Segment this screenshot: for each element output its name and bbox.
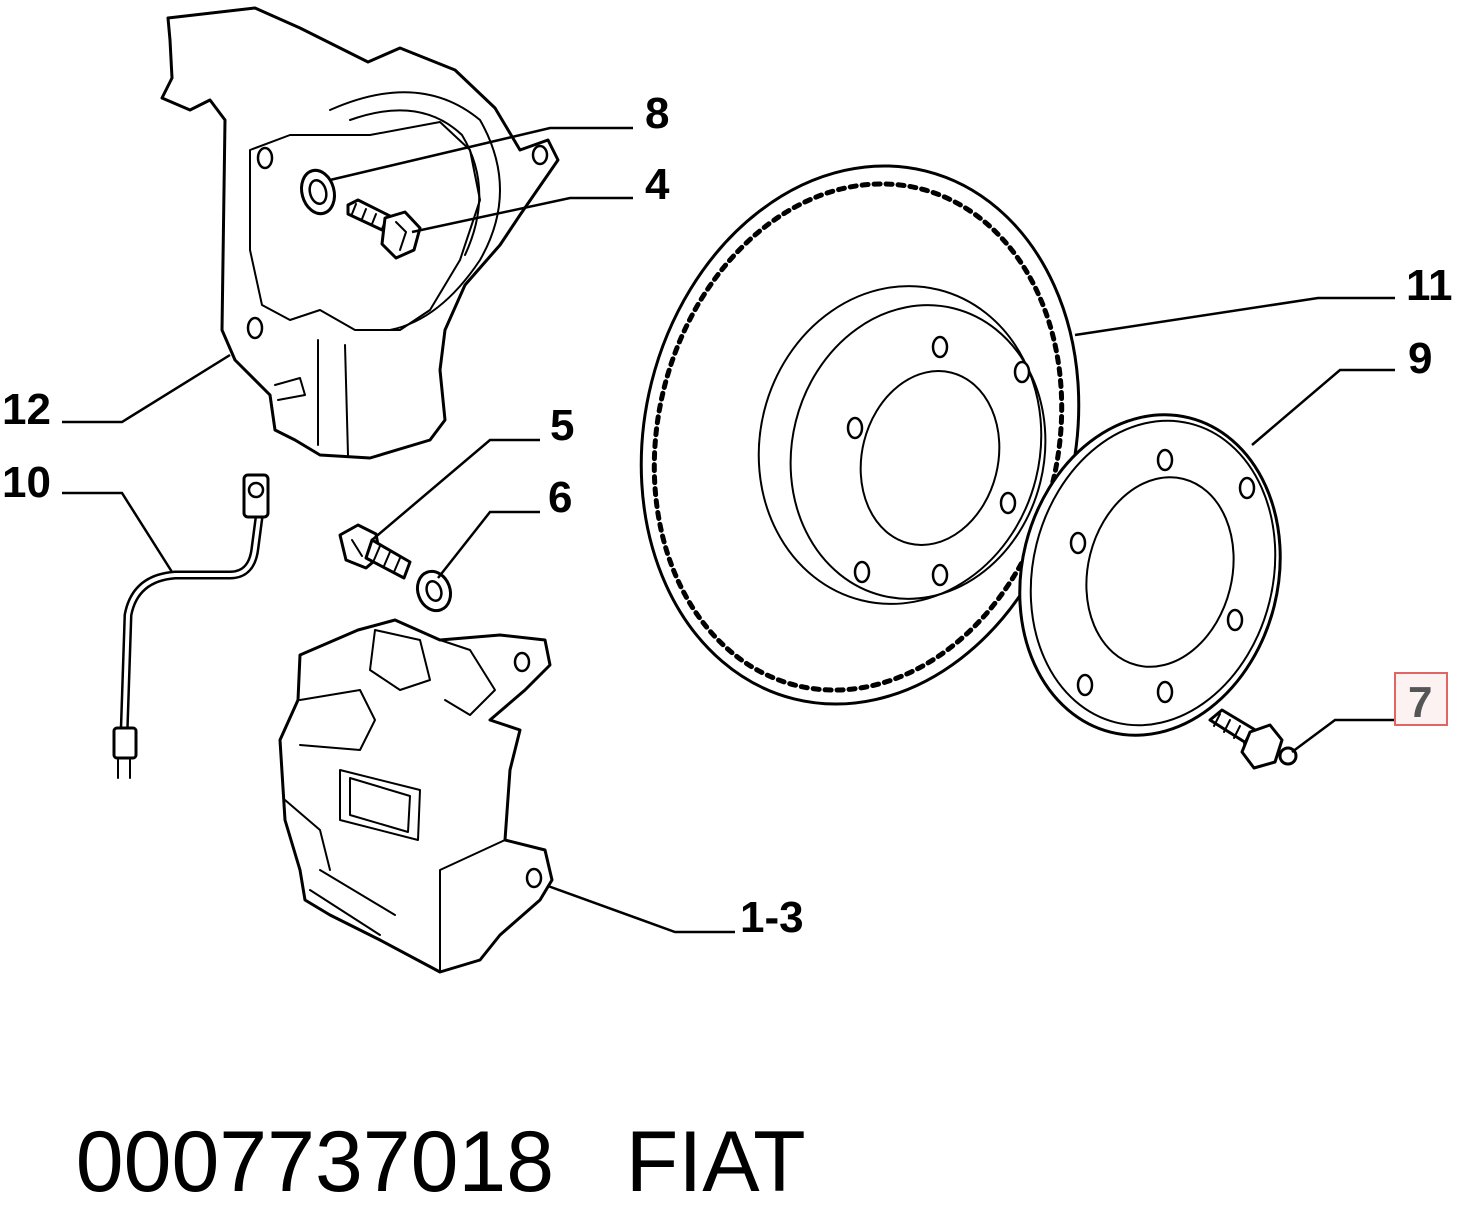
callout-8: 8: [645, 89, 669, 138]
brake-assembly-diagram: 8 4 11 9 12 5 10 6 7 1-3: [2, 6, 1453, 974]
brake-caliper-part: [278, 618, 554, 974]
callout-1-3: 1-3: [740, 893, 804, 942]
splash-shield-part: [160, 6, 560, 460]
washer-part-8: [300, 168, 336, 216]
bolt-part-4: [346, 198, 422, 260]
leader-lines: [62, 126, 1395, 934]
leader-4: [411, 196, 633, 234]
callout-11: 11: [1406, 261, 1453, 310]
leader-6: [437, 510, 540, 579]
callout-5: 5: [550, 401, 574, 450]
leader-1-3: [547, 884, 735, 934]
brand-name: FIAT: [625, 1113, 806, 1210]
wheel-stud-part-7: [1208, 708, 1298, 770]
leader-10: [62, 491, 174, 573]
leader-7: [1291, 718, 1395, 754]
part-number: 0007737018: [75, 1113, 555, 1210]
highlight-box: [1394, 672, 1448, 726]
callout-10: 10: [2, 458, 51, 507]
brake-hose-part: [112, 473, 270, 779]
leader-11: [1074, 296, 1395, 337]
bolt-part-5: [338, 523, 412, 580]
callout-9: 9: [1408, 334, 1432, 383]
leader-12: [62, 353, 231, 424]
washer-part-6: [415, 569, 453, 613]
callout-12: 12: [2, 385, 51, 434]
brake-disc-part: [639, 164, 1081, 706]
callout-7-highlight[interactable]: 7: [1394, 672, 1448, 727]
footer-caption: 0007737018 FIAT: [28, 1020, 806, 1209]
leader-9: [1251, 368, 1395, 446]
callout-4: 4: [645, 160, 670, 209]
callout-7: 7: [1408, 678, 1432, 727]
leader-5: [371, 438, 540, 541]
disc-spacer-part: [1018, 413, 1282, 737]
callout-6: 6: [548, 473, 572, 522]
leader-8: [329, 126, 633, 182]
